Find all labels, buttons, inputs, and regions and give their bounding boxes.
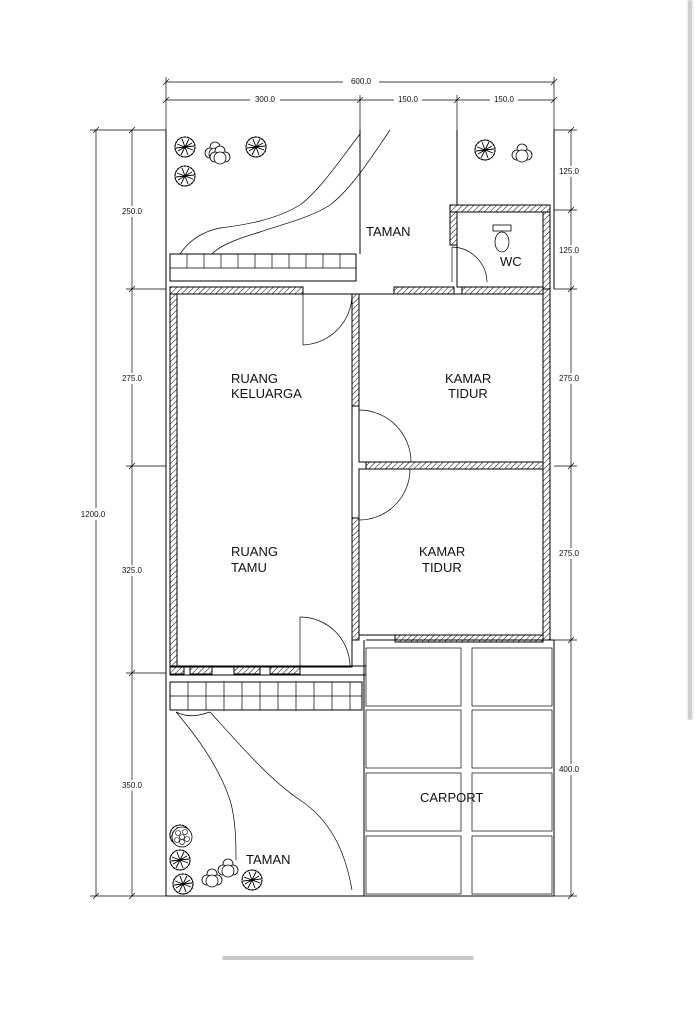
dim-top-total: 600.0 xyxy=(351,77,372,86)
dim-left-total: 1200.0 xyxy=(81,510,106,519)
doors xyxy=(299,246,488,668)
room-outlines xyxy=(176,211,554,668)
dim-right-275a: 275.0 xyxy=(559,374,580,383)
label-carport: CARPORT xyxy=(420,790,483,805)
label-taman-top: TAMAN xyxy=(366,224,411,239)
dim-left-350: 350.0 xyxy=(122,781,143,790)
terrace-top xyxy=(169,253,357,282)
dim-left-275: 275.0 xyxy=(122,374,143,383)
walls xyxy=(169,204,551,676)
site-boundary xyxy=(165,130,555,897)
dim-right-275b: 275.0 xyxy=(559,549,580,558)
label-kamar-tidur-1-b: TIDUR xyxy=(448,386,488,401)
room-labels: TAMAN WC RUANG KELUARGA KAMAR TIDUR RUAN… xyxy=(231,224,522,867)
terrace-bottom xyxy=(169,681,363,711)
label-ruang-tamu-2: TAMU xyxy=(231,560,267,575)
label-ruang-keluarga-2: KELUARGA xyxy=(231,386,302,401)
toilet-icon xyxy=(492,224,512,253)
dim-top-150b: 150.0 xyxy=(494,95,515,104)
garden-path-bottom xyxy=(175,711,353,891)
label-kamar-tidur-1-a: KAMAR xyxy=(445,371,491,386)
label-wc: WC xyxy=(500,254,522,269)
dimension-labels: 600.0 300.0 150.0 150.0 1200.0 250.0 275… xyxy=(76,76,584,791)
dim-left-250: 250.0 xyxy=(122,207,143,216)
dim-top-150a: 150.0 xyxy=(398,95,419,104)
dim-right-125a: 125.0 xyxy=(559,167,580,176)
label-kamar-tidur-2-a: KAMAR xyxy=(419,544,465,559)
label-ruang-tamu-1: RUANG xyxy=(231,544,278,559)
dim-right-400: 400.0 xyxy=(559,765,580,774)
dim-right-125b: 125.0 xyxy=(559,246,580,255)
home-indicator xyxy=(222,956,474,960)
dim-left-325: 325.0 xyxy=(122,566,143,575)
label-taman-bottom: TAMAN xyxy=(246,852,291,867)
label-ruang-keluarga-1: RUANG xyxy=(231,371,278,386)
garden-path-top xyxy=(179,129,391,255)
dim-top-300: 300.0 xyxy=(255,95,276,104)
scrollbar-thumb[interactable] xyxy=(688,0,692,720)
label-kamar-tidur-2-b: TIDUR xyxy=(422,560,462,575)
carport-paving xyxy=(363,640,553,896)
